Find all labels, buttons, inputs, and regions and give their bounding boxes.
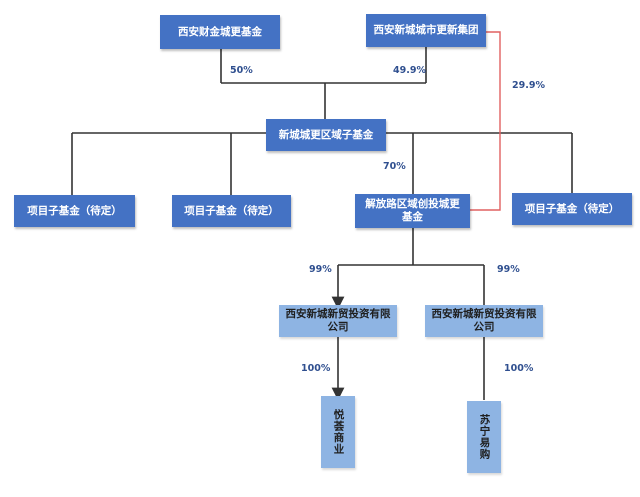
- node-label: 西安新城城市更新集团: [373, 24, 479, 36]
- node-xian-new-city-group: 西安新城城市更新集团: [366, 14, 486, 47]
- node-label: 西安财金城更基金: [178, 25, 262, 38]
- node-label: 项目子基金（待定）: [524, 202, 620, 215]
- node-project-fund-1: 项目子基金（待定）: [14, 195, 135, 227]
- node-jiefang-road-fund: 解放路区域创投城更基金: [355, 194, 470, 228]
- node-xian-new-city-trade-1: 西安新城新贸投资有限公司: [279, 305, 397, 337]
- node-xian-finance-fund: 西安财金城更基金: [160, 15, 280, 49]
- pct-trade-2-to-suning: 100%: [504, 363, 534, 374]
- node-label: 悦荟商业: [332, 409, 345, 455]
- node-yuehui-commerce: 悦荟商业: [321, 396, 355, 468]
- pct-jiefang-to-trade-2: 99%: [497, 264, 520, 275]
- node-project-fund-2: 项目子基金（待定）: [172, 195, 291, 227]
- node-label: 项目子基金（待定）: [27, 204, 122, 217]
- node-label: 西安新城新贸投资有限公司: [431, 308, 537, 333]
- node-label: 新城城更区域子基金: [278, 128, 374, 141]
- pct-group-to-jiefang: 29.9%: [512, 80, 545, 91]
- node-suning: 苏宁易购: [467, 401, 501, 473]
- node-xian-new-city-trade-2: 西安新城新贸投资有限公司: [425, 305, 543, 337]
- node-new-city-regional-fund: 新城城更区域子基金: [266, 119, 386, 151]
- node-label: 西安新城新贸投资有限公司: [285, 308, 391, 333]
- pct-trade-1-to-yuehui: 100%: [301, 363, 331, 374]
- pct-finance-to-regional: 50%: [230, 65, 253, 76]
- line-group-to-jiefang: [470, 31, 501, 211]
- node-label: 解放路区域创投城更基金: [365, 198, 460, 223]
- node-project-fund-3: 项目子基金（待定）: [512, 193, 632, 225]
- node-label: 项目子基金（待定）: [184, 204, 279, 217]
- node-label: 苏宁易购: [478, 414, 491, 460]
- pct-jiefang-to-trade-1: 99%: [309, 264, 332, 275]
- pct-regional-to-jiefang: 70%: [383, 161, 406, 172]
- pct-group-to-regional: 49.9%: [393, 65, 426, 76]
